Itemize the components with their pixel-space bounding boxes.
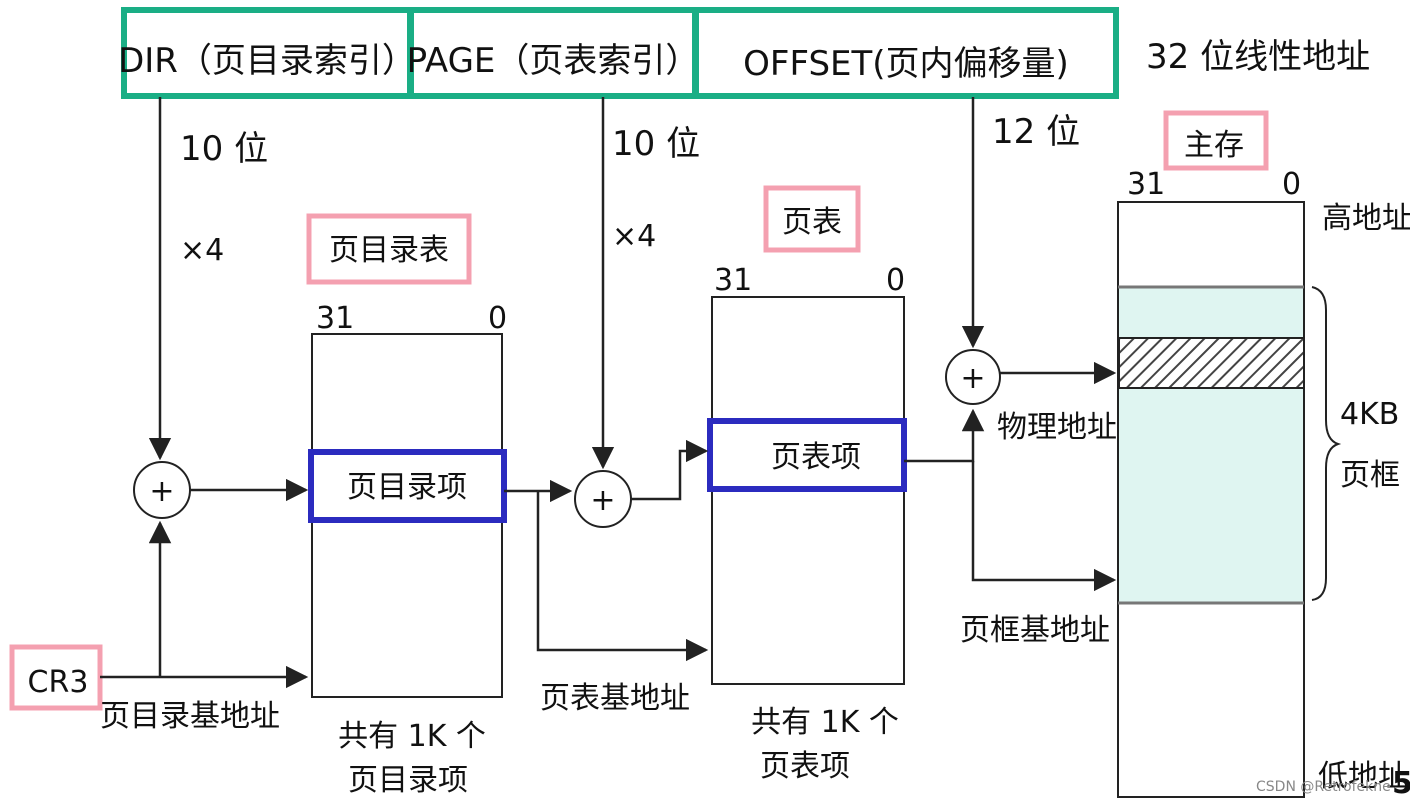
page-directory-count-line2: 页目录项 (348, 763, 468, 798)
main-memory: 主存 31 0 高地址 低地址 4KB 页框 (1117, 110, 1410, 798)
dir-bits-label: 10 位 (180, 129, 268, 169)
dir-field-label: DIR（页目录索引） (118, 41, 416, 81)
frame-label: 页框 (1340, 458, 1400, 493)
page-directory-title-box (306, 213, 472, 285)
target-byte-cell (1118, 337, 1305, 389)
page-directory-bit-low: 0 (488, 301, 507, 336)
page-field-label: PAGE（页表索引） (407, 41, 700, 81)
low-address-label: 低地址 (1318, 759, 1408, 794)
pte-to-frame-base-arrow (971, 461, 1117, 592)
adder-2: + (574, 470, 632, 528)
page-table-entry-box (707, 418, 907, 492)
linear-address-caption: 32 位线性地址 (1146, 37, 1370, 77)
frame-brace (1311, 286, 1342, 601)
page-table-bit-low: 0 (886, 263, 905, 298)
linear-address: DIR（页目录索引） PAGE（页表索引） OFFSET(页内偏移量) 32 位… (118, 7, 1370, 99)
page-directory-bit-high: 31 (316, 301, 354, 336)
frame-base-label: 页框基地址 (960, 613, 1110, 648)
page-table-count-line2: 页表项 (760, 749, 850, 784)
page-directory-count-line1: 共有 1K 个 (338, 719, 486, 754)
page-directory-title: 页目录表 (329, 233, 449, 268)
page-table-entry: 页表项 (771, 440, 861, 475)
page-number: 5 (1392, 766, 1410, 801)
dir-multiplier: ×4 (180, 233, 224, 268)
main-memory-title-box (1163, 110, 1269, 171)
adder-1-symbol: + (149, 474, 174, 509)
page-table: 页表 31 0 页表项 共有 1K 个 页表项 (707, 185, 907, 784)
adder-1: + (133, 461, 191, 519)
high-address-label: 高地址 (1322, 201, 1410, 236)
page-directory-entry-box (308, 449, 507, 523)
physical-address-label: 物理地址 (997, 410, 1117, 445)
main-memory-bit-low: 0 (1282, 167, 1301, 202)
table-base-label: 页表基地址 (540, 681, 690, 716)
page-bits-label: 10 位 (612, 124, 700, 164)
main-memory-bit-high: 31 (1127, 167, 1165, 202)
main-memory-title: 主存 (1184, 128, 1244, 163)
offset-field-label: OFFSET(页内偏移量) (743, 44, 1069, 84)
page-directory-entry: 页目录项 (347, 470, 467, 505)
page-directory-table: 页目录表 31 0 页目录项 共有 1K 个 页目录项 (306, 213, 507, 798)
cr3-label: CR3 (28, 665, 89, 700)
page-table-title-box (763, 185, 861, 253)
offset-bits-label: 12 位 (992, 112, 1080, 152)
pte-to-adder-3-arrow (904, 408, 985, 463)
directory-base-label: 页目录基地址 (100, 699, 280, 734)
adder-3-symbol: + (960, 361, 985, 396)
adder-3: + (945, 349, 1001, 405)
pde-to-table-base-arrow (536, 491, 709, 662)
page-table-bit-high: 31 (714, 263, 752, 298)
page-table-count-line1: 共有 1K 个 (751, 705, 899, 740)
page-multiplier: ×4 (612, 219, 656, 254)
adder-2-symbol: + (590, 483, 615, 518)
offset-field-box (693, 7, 1119, 99)
watermark: CSDN @Retrofekne (1256, 779, 1391, 795)
connections (100, 97, 1117, 689)
page-table-title: 页表 (782, 205, 842, 240)
adder-2-to-pte-arrow (631, 439, 709, 501)
page-frame-region (1119, 287, 1303, 603)
frame-size-label: 4KB (1340, 397, 1399, 432)
